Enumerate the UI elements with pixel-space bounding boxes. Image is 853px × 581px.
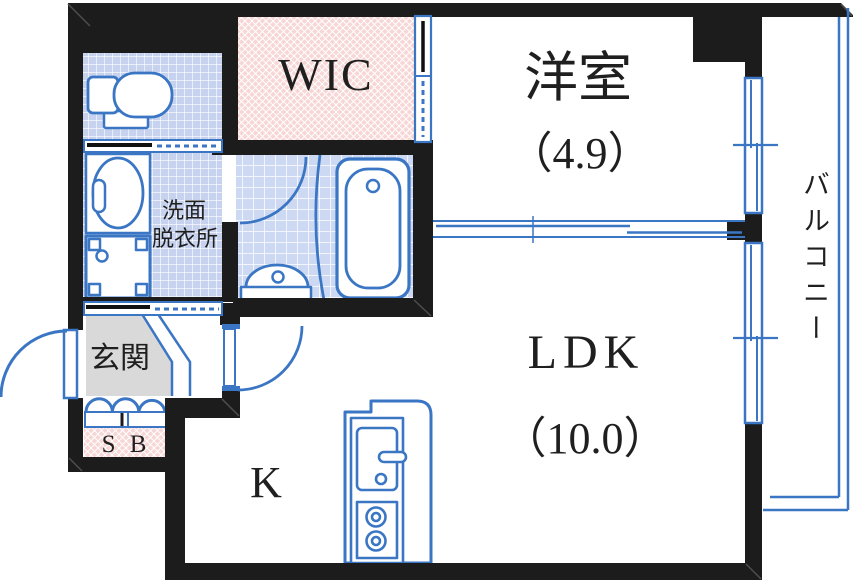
washroom-label-line1: 洗面 [162, 198, 206, 223]
bathroom-door-arc [239, 154, 326, 301]
toilet-sliding-door [83, 139, 223, 153]
entrance-label: 玄関 [90, 342, 150, 375]
kitchen-door [222, 324, 304, 392]
ldk-window [733, 241, 778, 425]
wic-label: WIC [278, 49, 373, 100]
balcony-railing [763, 8, 850, 512]
entrance-floor [86, 314, 172, 396]
wall-top-right-block [693, 15, 762, 62]
front-door [0, 328, 79, 400]
room-sliding-partition [433, 216, 745, 243]
wall-kitchen-left [165, 398, 185, 580]
bathtub-icon [335, 157, 411, 300]
room-labels: WIC 洋室 （4.9） LDK （10.0） K バルコニー 玄関 S B 洗… [90, 48, 829, 507]
wall-bottom [165, 563, 762, 580]
wall-right-b [745, 213, 762, 243]
western-room-size: （4.9） [509, 129, 652, 178]
wall-left-lower [68, 398, 83, 472]
washbasin-icon [84, 152, 152, 235]
wall-bevels [67, 3, 853, 580]
toilet-fixture-icon [86, 71, 174, 130]
wall-below-wic [212, 140, 433, 155]
wall-right-a [745, 62, 762, 78]
kitchen-unit-icon [343, 399, 433, 565]
wall-top [68, 3, 853, 17]
entrance-step-edge [140, 313, 174, 396]
washroom-sliding-door [83, 297, 225, 316]
ldk-size: （10.0） [503, 414, 668, 463]
western-room-label: 洋室 [524, 48, 632, 108]
wall-bath-door-side [222, 222, 238, 302]
ldk-label: LDK [528, 326, 645, 379]
washing-machine-pan-icon [84, 234, 152, 300]
wall-bath-bottom [233, 298, 433, 317]
fixtures [84, 71, 433, 565]
wall-right-c [745, 423, 762, 580]
kitchen-label: K [250, 458, 282, 507]
entrance-step-edge-2 [156, 313, 192, 396]
wic-floor [238, 16, 415, 142]
wall-top-left-block [68, 3, 233, 53]
shoe-cabinet-scallops [84, 397, 167, 413]
shoe-cabinet [84, 411, 167, 428]
bath-basin-icon [239, 263, 313, 302]
wall-shoebox-bottom [68, 457, 167, 472]
entrance-details [84, 313, 192, 428]
western-room-window [733, 76, 778, 215]
wall-slider-stub [727, 220, 745, 240]
wall-toilet-wic-divider [222, 3, 238, 153]
shoebox-label: S B [102, 431, 151, 458]
wic-sliding-door [413, 14, 433, 144]
walls [68, 3, 853, 580]
balcony-label: バルコニー [799, 170, 829, 350]
wall-hall-door-top [220, 303, 240, 325]
wall-bath-right [413, 140, 433, 317]
wall-left-upper [68, 3, 83, 330]
shoebox-floor [84, 426, 165, 457]
washroom-label-line2: 脱衣所 [152, 226, 218, 251]
doors-windows [0, 8, 850, 512]
